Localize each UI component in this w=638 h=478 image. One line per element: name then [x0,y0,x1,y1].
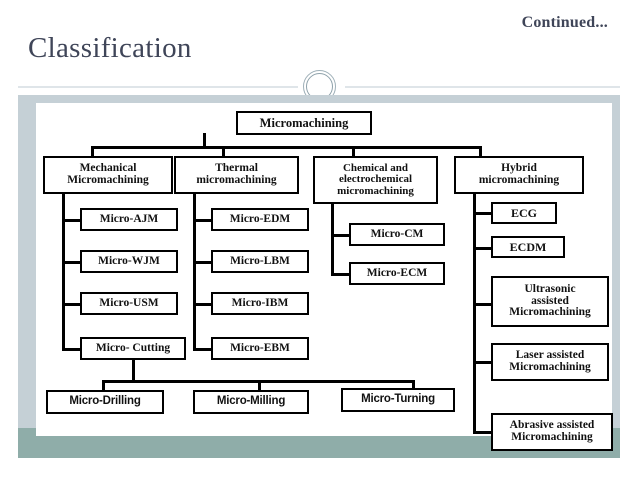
node-line-1: Thermal [215,162,258,175]
connector-col4-stub-2 [473,247,492,250]
connector-col1-stub-3 [62,303,81,306]
node-mechanical-micromachining: Mechanical Micromachining [43,156,173,194]
node-micro-ajm: Micro-AJM [80,208,178,231]
connector-branch1-down [91,146,94,157]
node-ecdm: ECDM [491,236,565,258]
node-line-2: Micromachining [511,431,593,443]
connector-col1-stub-4 [62,348,81,351]
node-line-2: Micromachining [509,361,591,373]
node-line-1: Ultrasonic [524,282,576,295]
connector-col3-spine [331,204,334,276]
node-micro-lbm: Micro-LBM [211,250,309,273]
connector-bottom-stub-3 [412,380,415,392]
connector-col3-stub-2 [331,273,350,276]
node-micromachining: Micromachining [236,111,372,135]
connector-root-down [203,133,206,148]
connector-col2-stub-1 [193,219,212,222]
node-micro-cutting: Micro- Cutting [80,337,186,360]
connector-col2-spine [193,194,196,351]
node-thermal-micromachining: Thermal micromachining [174,156,299,194]
node-line-1: Hybrid [501,162,537,175]
page-title: Classification [28,32,192,64]
connector-branch4-down [479,146,482,157]
connector-col4-stub-4 [473,361,492,364]
node-micro-edm: Micro-EDM [211,208,309,231]
node-line-2: electrochemical [338,173,413,186]
connector-col4-stub-3 [473,303,492,306]
diagram-canvas: Micromachining Mechanical Micromachining… [36,103,613,451]
node-line-2: Micromachining [67,174,149,186]
node-line-1: Abrasive assisted [509,419,595,432]
node-line-1: Mechanical [79,162,137,175]
node-micro-milling: Micro-Milling [193,390,309,414]
connector-bottom-stub-1 [102,380,105,392]
node-ecg: ECG [491,202,557,224]
node-laser-assisted-micromachining: Laser assisted Micromachining [491,343,609,381]
connector-col1-stub-1 [62,219,81,222]
node-chemical-electrochemical-micromachining: Chemical and electrochemical micromachin… [313,156,438,204]
node-micro-ecm: Micro-ECM [349,262,445,285]
node-micro-turning: Micro-Turning [341,388,455,412]
node-line-3: micromachining [337,184,414,197]
connector-col2-stub-2 [193,261,212,264]
connector-col4-spine [473,194,476,434]
continued-note: Continued... [521,14,608,31]
node-micro-wjm: Micro-WJM [80,250,178,273]
header-rule-right [345,86,620,88]
connector-col4-stub-5 [473,431,492,434]
connector-branch2-down [222,146,225,157]
node-hybrid-micromachining: Hybrid micromachining [454,156,584,194]
header-rule-left [18,86,298,88]
connector-root-bus [91,146,482,149]
node-line-1: Laser assisted [515,349,585,362]
connector-col2-stub-3 [193,303,212,306]
connector-col2-stub-4 [193,348,212,351]
connector-col1-stub-2 [62,261,81,264]
connector-cutting-down [132,360,135,382]
connector-bottom-stub-2 [258,380,261,392]
connector-col4-stub-1 [473,212,492,215]
node-line-2: micromachining [478,174,560,186]
node-line-1: Chemical and [342,161,409,174]
node-micro-ebm: Micro-EBM [211,337,309,360]
node-micro-cm: Micro-CM [349,223,445,246]
node-micro-drilling: Micro-Drilling [46,390,164,414]
connector-col1-spine [62,194,65,351]
node-line-3: Micromachining [509,306,591,319]
node-micro-usm: Micro-USM [80,292,178,315]
connector-col3-stub-1 [331,234,350,237]
connector-branch3-down [352,146,355,157]
node-abrasive-assisted-micromachining: Abrasive assisted Micromachining [491,413,613,451]
node-micro-ibm: Micro-IBM [211,292,309,315]
node-line-2: assisted [531,294,569,307]
node-line-2: micromachining [196,174,277,186]
node-ultrasonic-assisted-micromachining: Ultrasonic assisted Micromachining [491,276,609,327]
